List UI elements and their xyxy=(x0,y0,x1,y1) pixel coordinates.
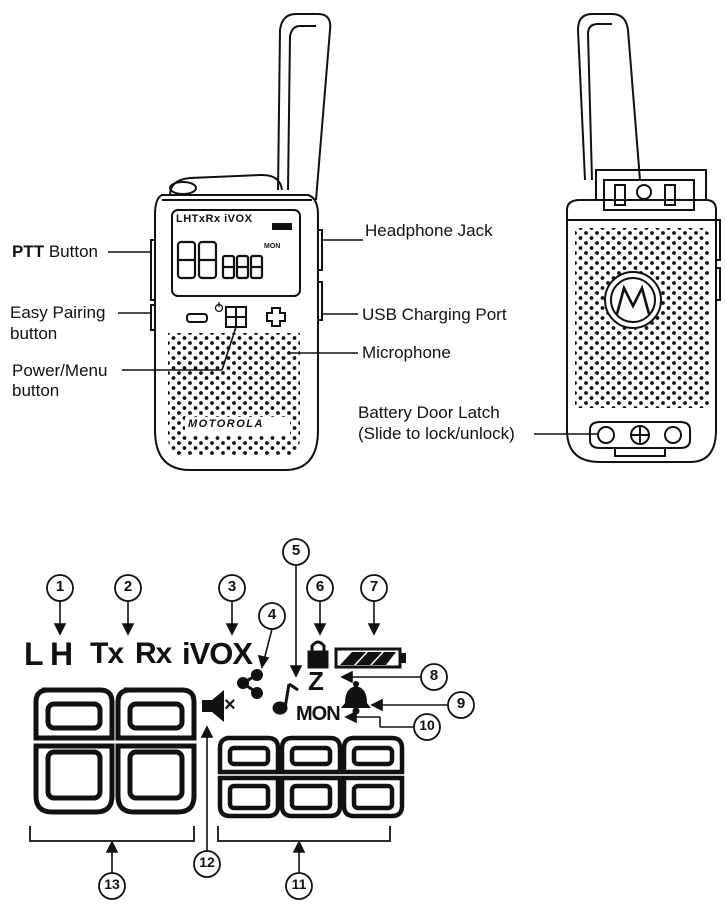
low-power-indicator: L xyxy=(24,636,44,672)
pairing-icon xyxy=(237,669,263,699)
scan-z-indicator: Z xyxy=(308,666,324,696)
callout-number-4: 4 xyxy=(267,606,277,623)
callout-number-10: 10 xyxy=(419,717,435,733)
callout-number-5: 5 xyxy=(291,542,301,559)
callout-number-6: 6 xyxy=(315,578,325,595)
receive-indicator: Rx xyxy=(135,637,172,670)
battery-latch-label-2: (Slide to lock/unlock) xyxy=(358,424,515,443)
ivox-indicator: iVOX xyxy=(182,636,253,671)
power-menu-label-1: Power/Menu xyxy=(12,361,108,380)
brand-text: MOTOROLA xyxy=(188,418,264,430)
detail-big-digits xyxy=(33,687,197,815)
callout-number-9: 9 xyxy=(456,695,466,712)
battery-latch-label-1: Battery Door Latch xyxy=(358,403,500,422)
motorola-logo xyxy=(604,271,662,329)
transmit-indicator: Tx xyxy=(90,637,124,670)
callout-number-13: 13 xyxy=(104,876,120,892)
ptt-button-label: PTT Button xyxy=(12,242,98,261)
easy-pairing-label-1: Easy Pairing xyxy=(10,303,106,322)
music-note-icon xyxy=(272,682,299,715)
mute-speaker-icon xyxy=(202,690,224,722)
callout-arrows xyxy=(53,565,448,873)
easy-pairing-label-2: button xyxy=(10,324,58,343)
front-leader-lines xyxy=(108,239,363,371)
callout-number-8: 8 xyxy=(429,667,439,684)
callout-number-3: 3 xyxy=(227,578,237,595)
front-radio xyxy=(150,13,332,471)
high-power-indicator: H xyxy=(50,636,74,672)
back-radio xyxy=(566,13,721,463)
front-lcd-mon: MON xyxy=(264,243,281,250)
bell-icon xyxy=(341,681,371,715)
microphone-label: Microphone xyxy=(362,343,451,362)
brackets xyxy=(29,826,391,842)
battery-icon xyxy=(334,647,406,669)
front-lcd-indicators: LHTxRx iVOX xyxy=(176,213,253,225)
callout-number-12: 12 xyxy=(199,854,215,870)
callout-number-11: 11 xyxy=(291,876,307,892)
detail-small-digits xyxy=(217,735,405,819)
power-menu-label-2: button xyxy=(12,381,60,400)
lock-icon xyxy=(307,640,329,669)
usb-port-label: USB Charging Port xyxy=(362,305,507,324)
front-speaker-grill xyxy=(168,333,300,456)
mute-x-indicator: × xyxy=(224,694,236,716)
headphone-jack-label: Headphone Jack xyxy=(365,221,493,240)
callout-number-1: 1 xyxy=(55,578,65,595)
callout-number-2: 2 xyxy=(123,578,133,595)
brand-plate-bg xyxy=(185,417,290,435)
monitor-indicator: MON xyxy=(296,703,341,725)
callout-number-7: 7 xyxy=(369,578,379,595)
front-lcd-segments xyxy=(176,240,264,280)
front-battery-icon xyxy=(272,223,292,230)
